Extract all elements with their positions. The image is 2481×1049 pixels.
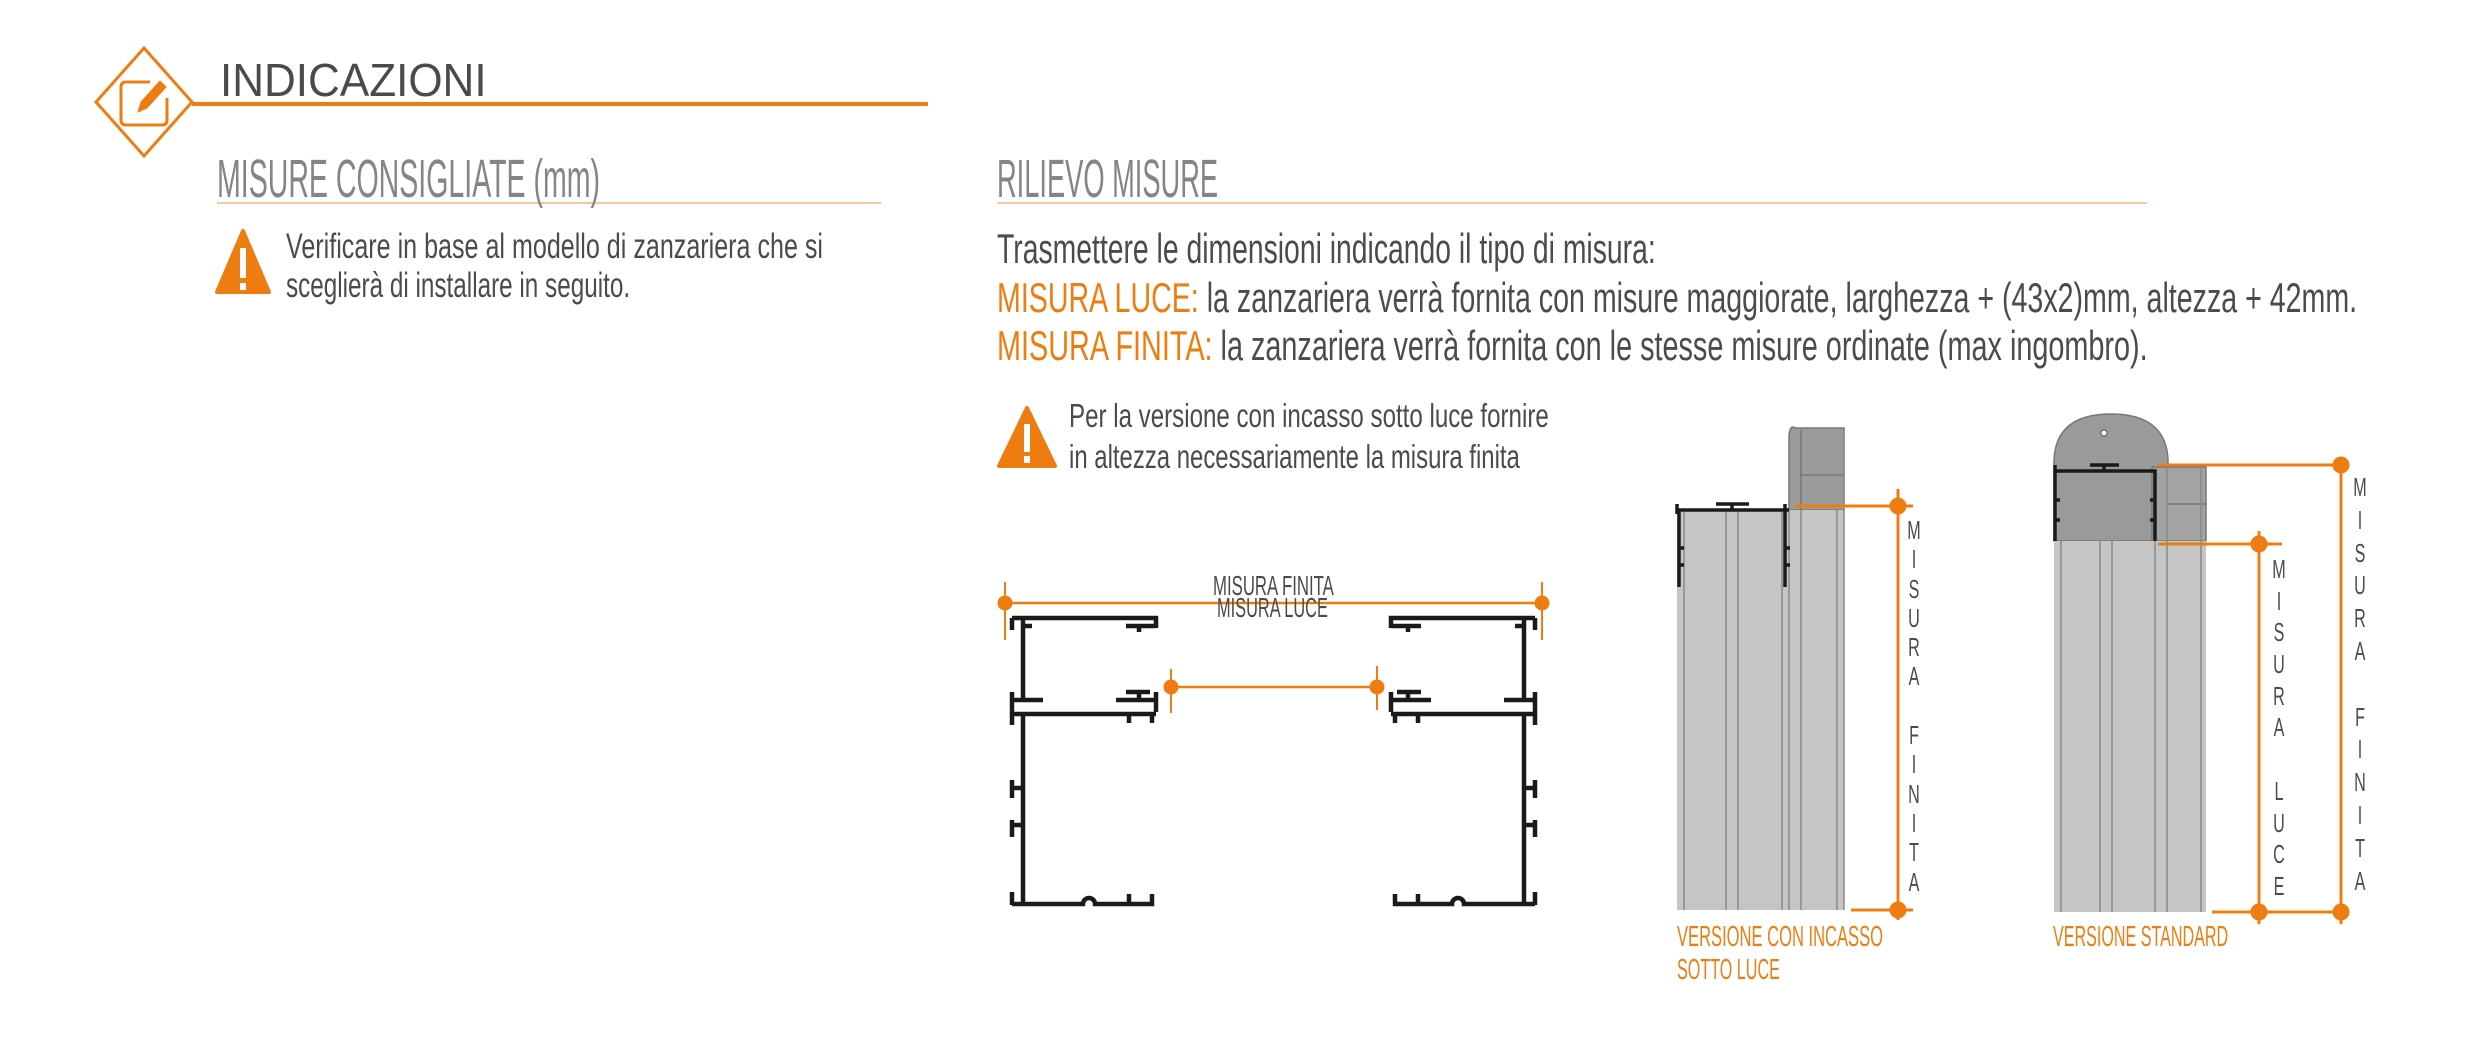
left-warning-line-1: Verificare in base al modello di zanzari…: [286, 227, 823, 266]
vertical-letter: I: [2357, 504, 2363, 535]
plan-diagram: [997, 582, 1550, 907]
vertical-letter: R: [2273, 680, 2285, 711]
vertical-letter: T: [1909, 837, 1919, 868]
incasso-finita-dimension: [1795, 489, 1913, 920]
finita-dimension: [997, 582, 1550, 640]
edit-icon: [93, 45, 195, 159]
incasso-caption-line-2: SOTTO LUCE: [1677, 954, 1780, 986]
standard-diagram: [2053, 413, 2350, 924]
vertical-letter: C: [2273, 839, 2285, 870]
warning-icon: [215, 229, 271, 294]
vertical-letter: A: [2354, 635, 2366, 666]
vertical-letter: M: [1907, 515, 1921, 545]
incasso-diagram: [1675, 426, 1913, 920]
luce-text: la zanzariera verrà fornita con misure m…: [1198, 274, 2358, 321]
standard-luce-dimension: [2158, 531, 2282, 924]
luce-label: MISURA LUCE:: [997, 274, 1199, 321]
vertical-letter: A: [1908, 866, 1920, 897]
right-warning-line-1: Per la versione con incasso sotto luce f…: [1069, 397, 1549, 434]
vertical-letter: A: [2273, 712, 2285, 743]
vertical-letter: R: [2354, 603, 2366, 634]
incasso-caption-line-1: VERSIONE CON INCASSO: [1677, 921, 1883, 953]
right-warning-line-2: in altezza necessariamente la misura fin…: [1069, 438, 1520, 475]
vertical-letter: T: [2355, 832, 2365, 863]
vertical-letter: I: [1911, 749, 1917, 780]
vertical-letter: [2348, 668, 2373, 701]
warning-icon: [997, 406, 1057, 468]
header-rule: [192, 102, 928, 106]
left-warning-line-2: sceglierà di installare in seguito.: [286, 266, 631, 305]
left-frame-profile: [1009, 615, 1159, 907]
page-title: INDICAZIONI: [220, 54, 487, 106]
vertical-letter: A: [2354, 865, 2366, 896]
vertical-letter: E: [2273, 870, 2285, 901]
vertical-letter: R: [1908, 632, 1920, 663]
vertical-letter: I: [1911, 807, 1917, 838]
standard-caption: VERSIONE STANDARD: [2053, 921, 2229, 953]
finita-description: MISURA FINITA: la zanzariera verrà forni…: [997, 325, 2148, 367]
vertical-letter: M: [2353, 472, 2367, 502]
vertical-letter: U: [2354, 570, 2366, 601]
vertical-letter: U: [2273, 807, 2285, 838]
vertical-letter: [2267, 744, 2292, 776]
vertical-letter: L: [2274, 775, 2284, 806]
vertical-letter: F: [2355, 701, 2365, 732]
left-heading-rule: [217, 202, 881, 204]
vertical-letter: S: [1908, 573, 1920, 604]
vertical-letter: F: [1909, 720, 1919, 751]
vertical-letter: I: [2357, 734, 2363, 765]
vertical-letter: S: [2354, 537, 2366, 568]
plan-finita-label: MISURA FINITA: [1213, 570, 1334, 601]
finita-label: MISURA FINITA:: [997, 322, 1213, 369]
intro-text: Trasmettere le dimensioni indicando il t…: [997, 225, 1656, 272]
vertical-letter: M: [2272, 554, 2286, 584]
vertical-letter: A: [1908, 661, 1920, 692]
vertical-letter: U: [1908, 602, 1920, 633]
luce-dimension: [1163, 666, 1385, 713]
vertical-letter: U: [2273, 649, 2285, 680]
vertical-letter: I: [1911, 544, 1917, 575]
vertical-letter: I: [2357, 799, 2363, 830]
vertical-letter: [1902, 692, 1927, 721]
vertical-letter: N: [1908, 778, 1920, 809]
left-heading: MISURE CONSIGLIATE (mm): [217, 149, 601, 209]
vertical-letter: N: [2354, 767, 2366, 798]
standard-finita-dimension: [2158, 456, 2350, 924]
right-frame-profile: [1391, 618, 1535, 905]
vertical-letter: S: [2273, 617, 2285, 648]
luce-description: MISURA LUCE: la zanzariera verrà fornita…: [997, 277, 2357, 319]
finita-text: la zanzariera verrà fornita con le stess…: [1212, 322, 2148, 369]
plan-luce-label: MISURA LUCE: [1217, 592, 1328, 623]
right-heading-rule: [997, 202, 2147, 204]
right-heading: RILIEVO MISURE: [997, 149, 1219, 209]
vertical-letter: I: [2276, 585, 2282, 616]
